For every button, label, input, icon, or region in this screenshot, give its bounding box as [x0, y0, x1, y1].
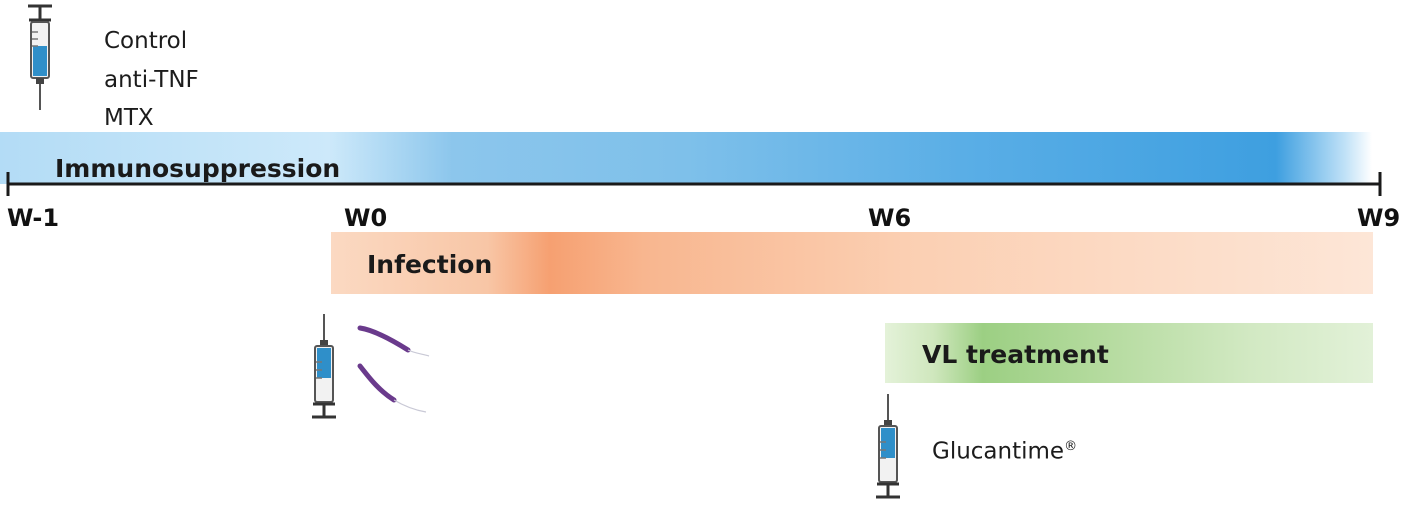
syringe-icon [876, 394, 900, 499]
syringe-icon [312, 314, 336, 419]
week-label-w-1: W-1 [7, 204, 60, 232]
infection-label: Infection [367, 250, 493, 279]
vl-treatment-label: VL treatment [922, 340, 1109, 369]
timeline-axis [6, 172, 1382, 196]
group-label-control: Control [104, 28, 188, 54]
week-label-w9: W9 [1357, 204, 1401, 232]
immunosuppression-label: Immunosuppression [55, 154, 341, 183]
syringe-icon [28, 4, 52, 110]
week-label-w6: W6 [868, 204, 912, 232]
glucantime-label: Glucantime® [932, 440, 1077, 464]
vl-treatment-band [885, 323, 1373, 383]
registered-mark: ® [1064, 439, 1078, 454]
week-label-w0: W0 [344, 204, 388, 232]
group-label-anti-tnf: anti-TNF [104, 67, 199, 93]
immunosuppression-band [0, 132, 1372, 184]
parasite-icon [357, 325, 430, 357]
drug-name: Glucantime [932, 438, 1065, 465]
infection-band [331, 232, 1373, 294]
group-label-mtx: MTX [104, 105, 154, 131]
parasite-icon [357, 363, 427, 413]
